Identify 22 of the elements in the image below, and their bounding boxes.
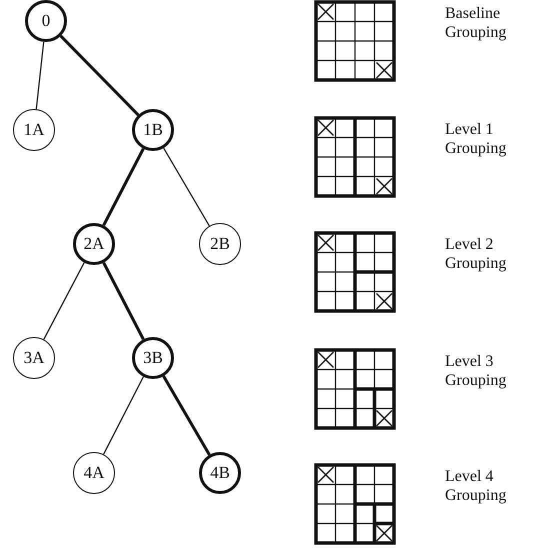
tree-node-circle: 4B — [199, 452, 241, 494]
tree-edge — [103, 376, 144, 455]
grid-caption: Level 2 Grouping — [445, 235, 508, 273]
grid-caption: Baseline Grouping — [445, 4, 508, 42]
tree-node-circle: 4A — [73, 452, 115, 494]
grid-caption: Level 4 Grouping — [445, 467, 508, 505]
tree-node-circle: 3A — [13, 337, 55, 379]
tree-edge — [163, 148, 210, 226]
grid-caption: Level 3 Grouping — [445, 352, 508, 390]
tree-node-circle: 2A — [73, 223, 115, 265]
grid-caption: Level 1 Grouping — [445, 120, 508, 158]
tree-edge — [43, 262, 85, 340]
tree-edge — [60, 34, 140, 116]
tree-node-circle: 1A — [13, 109, 55, 151]
tree-edge — [102, 148, 145, 226]
tree-node-circle: 1B — [132, 109, 174, 151]
tree-node-circle: 0 — [25, 0, 67, 42]
tree-edge — [162, 375, 211, 456]
tree-node-circle: 2B — [199, 223, 241, 265]
tree-edge — [36, 42, 44, 110]
tree-edge — [102, 262, 145, 340]
tree-node-circle: 3B — [132, 337, 174, 379]
